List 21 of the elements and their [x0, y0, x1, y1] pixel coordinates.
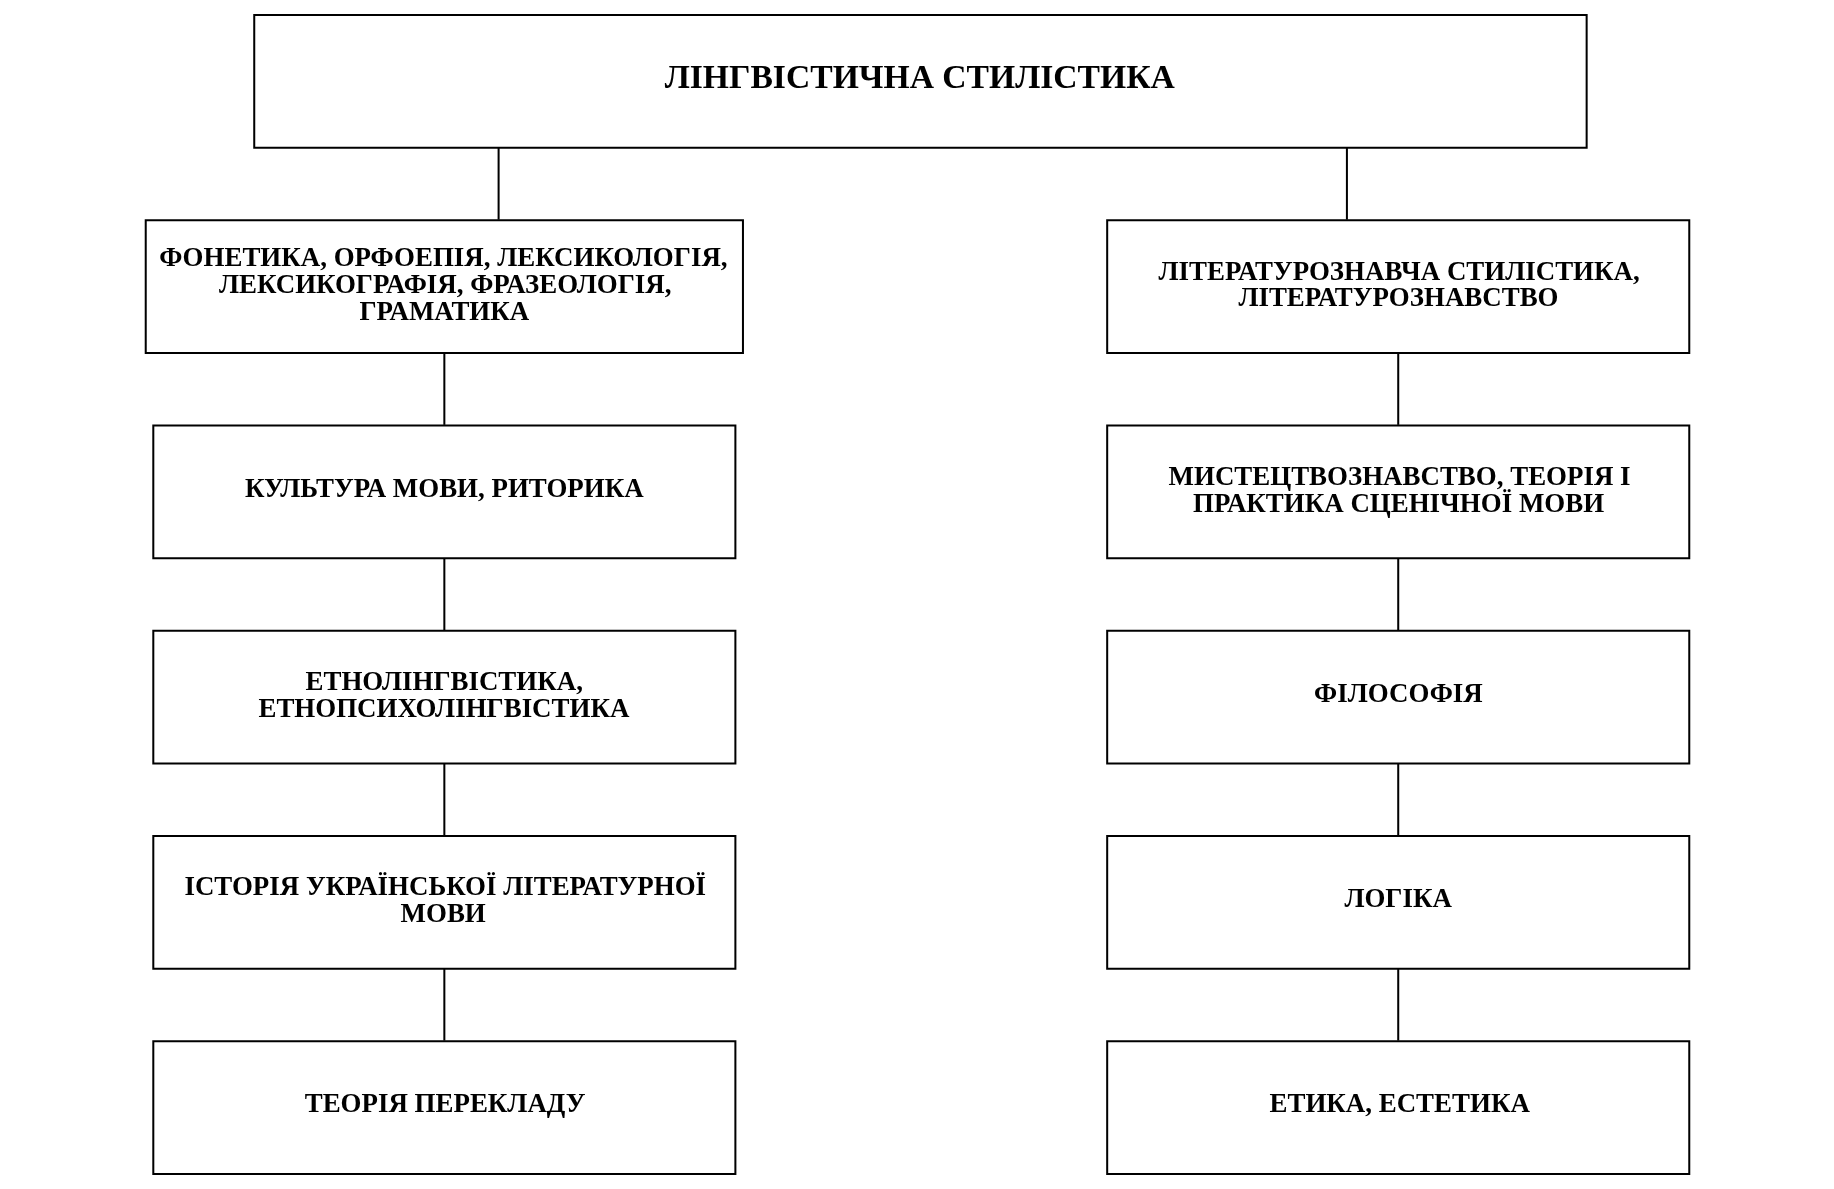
node-box: КУЛЬТУРА МОВИ, РИТОРИКА [151, 424, 736, 560]
node-box: ФОНЕТИКА, ОРФОЕПІЯ, ЛЕКСИКОЛОГІЯ, ЛЕКСИКОГРАФІЯ, ФРАЗЕОЛОГІЯ, ГРАМАТИКА [144, 219, 744, 355]
connector [1396, 558, 1399, 631]
node-box: МИСТЕЦТВОЗНАВСТВО, ТЕОРІЯ І ПРАКТИКА СЦЕНІЧНОЇ МОВИ [1105, 424, 1690, 560]
connector [1396, 763, 1399, 836]
node-box: ФІЛОСОФІЯ [1105, 629, 1690, 765]
node-box: ЕТИКА, ЕСТЕТИКА [1105, 1040, 1690, 1176]
connector [1396, 969, 1399, 1041]
connector [442, 763, 445, 836]
connector [442, 558, 445, 631]
node-box: ЛІНГВІСТИЧНА СТИЛІСТИКА [252, 13, 1588, 149]
connector [1345, 148, 1348, 220]
node-box: ТЕОРІЯ ПЕРЕКЛАДУ [151, 1040, 736, 1176]
node-box: ІСТОРІЯ УКРАЇНСЬКОЇ ЛІТЕРАТУРНОЇ МОВИ [151, 834, 736, 970]
connector [442, 969, 445, 1041]
node-box: ЛОГІКА [1105, 834, 1690, 970]
node-box: ЕТНОЛІНГВІСТИКА, ЕТНОПСИХОЛІНГВІСТИКА [151, 629, 736, 765]
connector [442, 353, 445, 425]
node-box: ЛІТЕРАТУРОЗНАВЧА СТИЛІСТИКА, ЛІТЕРАТУРОЗНАВСТВО [1105, 219, 1690, 355]
connector [497, 148, 500, 220]
connector [1396, 353, 1399, 425]
